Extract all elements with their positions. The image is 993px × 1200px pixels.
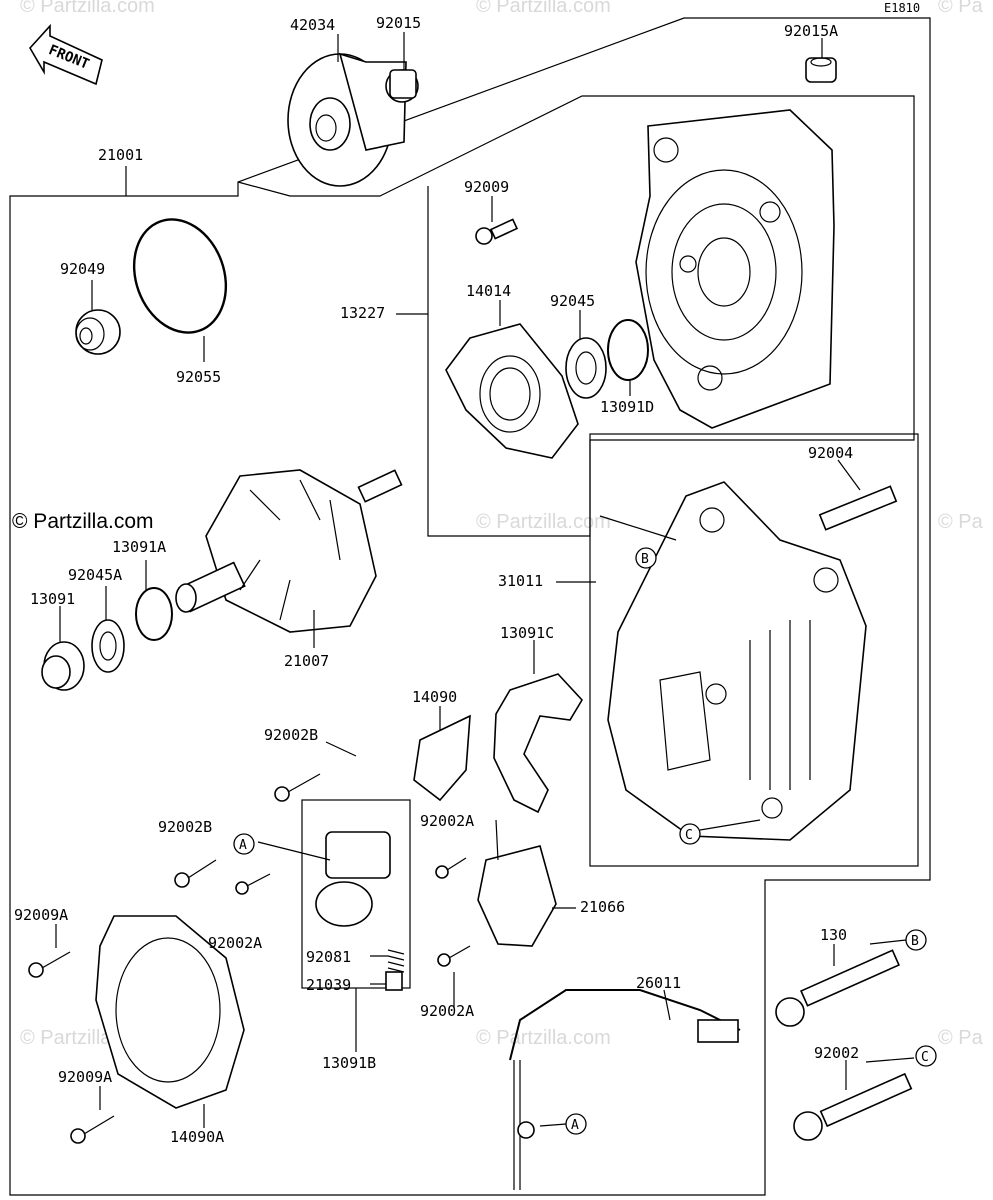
plate-14014-icon bbox=[445, 323, 579, 459]
ring-13091a-icon bbox=[135, 587, 173, 641]
label-92002a-bottom: 92002A bbox=[420, 1002, 474, 1020]
label-13091: 13091 bbox=[30, 590, 75, 608]
callout-a-left: A bbox=[233, 833, 255, 855]
label-13227: 13227 bbox=[340, 304, 385, 322]
label-13091a: 13091A bbox=[112, 538, 166, 556]
watermark-low-c: © Pa bbox=[938, 1027, 984, 1049]
screw-icons bbox=[28, 773, 471, 1144]
callout-a-bottom: A bbox=[565, 1113, 587, 1135]
callout-c-top: C bbox=[679, 823, 701, 845]
bolt-92009-icon bbox=[475, 218, 519, 245]
bolt-130-icon bbox=[775, 949, 900, 1027]
label-92055: 92055 bbox=[176, 368, 221, 386]
regulator-icon bbox=[315, 831, 391, 927]
label-92002b-left: 92002B bbox=[158, 818, 212, 836]
callout-c-right: C bbox=[915, 1045, 937, 1067]
label-14090: 14090 bbox=[412, 688, 457, 706]
svg-text:A: A bbox=[239, 838, 247, 853]
bolt-92002-icon bbox=[793, 1072, 913, 1141]
bearing-92045a-icon bbox=[91, 619, 125, 673]
bearing-92045-icon bbox=[565, 337, 607, 399]
ring-13091d-icon bbox=[607, 319, 649, 381]
svg-text:C: C bbox=[921, 1050, 929, 1065]
lead-wire-icon bbox=[509, 989, 741, 1190]
nut-92015-icon bbox=[385, 69, 419, 103]
collar-13091-icon bbox=[41, 641, 85, 691]
frame-13227 bbox=[237, 95, 915, 537]
callout-b-right: B bbox=[905, 929, 927, 951]
o-ring-icon bbox=[132, 218, 228, 334]
spring-icon bbox=[387, 949, 405, 973]
svg-text:B: B bbox=[641, 552, 649, 567]
label-21039: 21039 bbox=[306, 976, 351, 994]
svg-text:C: C bbox=[685, 828, 693, 843]
rear-housing-icon bbox=[607, 481, 867, 841]
label-21066: 21066 bbox=[580, 898, 625, 916]
brush-21039-icon bbox=[385, 971, 403, 991]
watermark-mid-c: © Pa bbox=[938, 511, 984, 533]
bearing-92049-icon bbox=[75, 309, 121, 355]
diagram-code: E1810 bbox=[884, 1, 920, 15]
label-13091b: 13091B bbox=[322, 1054, 376, 1072]
brush-14090-icon bbox=[413, 714, 471, 802]
label-92009: 92009 bbox=[464, 178, 509, 196]
label-130: 130 bbox=[820, 926, 847, 944]
watermark-top-c: © Pa bbox=[938, 0, 984, 17]
watermark-top-b: © Partzilla.com bbox=[476, 0, 611, 17]
label-31011: 31011 bbox=[498, 572, 543, 590]
label-92004: 92004 bbox=[808, 444, 853, 462]
label-13091c: 13091C bbox=[500, 624, 554, 642]
gasket-14090a-icon bbox=[95, 915, 245, 1109]
leader-lines bbox=[55, 32, 915, 1128]
svg-text:A: A bbox=[571, 1118, 579, 1133]
label-92002b-top: 92002B bbox=[264, 726, 318, 744]
part-labels: 42034 92015 92015A 21001 92049 92055 920… bbox=[14, 14, 859, 1146]
pulley-part-icon bbox=[287, 52, 407, 187]
label-21001: 21001 bbox=[98, 146, 143, 164]
callout-b-top: B bbox=[635, 547, 657, 569]
watermark-low-b: © Partzilla.com bbox=[476, 1027, 611, 1049]
frame-31011 bbox=[589, 433, 919, 867]
label-21007: 21007 bbox=[284, 652, 329, 670]
rectifier-icon bbox=[477, 845, 557, 947]
watermark-top-a: © Partzilla.com bbox=[20, 0, 155, 17]
front-housing-icon bbox=[635, 109, 835, 429]
label-42034: 42034 bbox=[290, 16, 335, 34]
label-92002a-left: 92002A bbox=[208, 934, 262, 952]
cover-13091c-icon bbox=[493, 673, 583, 814]
label-26011: 26011 bbox=[636, 974, 681, 992]
rotor-icon bbox=[175, 469, 403, 633]
label-92009a-top: 92009A bbox=[14, 906, 68, 924]
label-13091d: 13091D bbox=[600, 398, 654, 416]
front-arrow-icon: FRONT bbox=[29, 23, 103, 86]
label-92009a-bottom: 92009A bbox=[58, 1068, 112, 1086]
label-92002a-right: 92002A bbox=[420, 812, 474, 830]
label-92049: 92049 bbox=[60, 260, 105, 278]
label-14014: 14014 bbox=[466, 282, 511, 300]
label-92045a: 92045A bbox=[68, 566, 122, 584]
label-14090a: 14090A bbox=[170, 1128, 224, 1146]
label-92002: 92002 bbox=[814, 1044, 859, 1062]
label-92081: 92081 bbox=[306, 948, 351, 966]
label-92015: 92015 bbox=[376, 14, 421, 32]
nut-92015a-icon bbox=[805, 57, 837, 83]
outer-frame-path bbox=[9, 17, 931, 1196]
stud-92004-icon bbox=[818, 485, 898, 531]
watermark-main: © Partzilla.com bbox=[12, 510, 154, 533]
label-92015a: 92015A bbox=[784, 22, 838, 40]
svg-text:B: B bbox=[911, 934, 919, 949]
watermark-mid-b: © Partzilla.com bbox=[476, 511, 611, 533]
label-92045: 92045 bbox=[550, 292, 595, 310]
